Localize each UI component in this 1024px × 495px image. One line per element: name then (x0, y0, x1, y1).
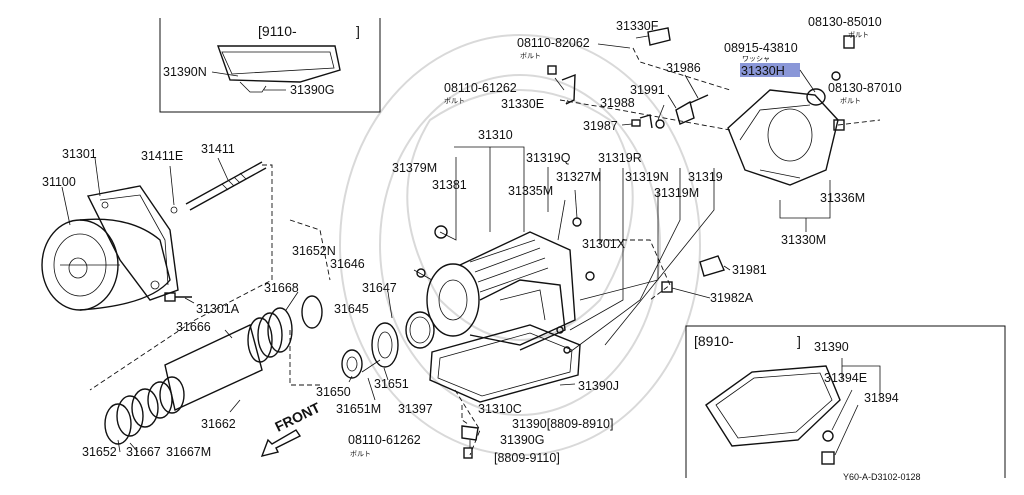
kana-bolt-3: ボルト (840, 97, 861, 105)
label-08110-82062: 08110-82062 (517, 36, 590, 50)
front-label: FRONT (272, 399, 323, 435)
small-bolts-center (416, 217, 595, 354)
label-31662: 31662 (201, 417, 236, 431)
clutch-pack (104, 295, 323, 445)
label-31330E: 31330E (501, 97, 544, 111)
label-31667M: 31667M (166, 445, 211, 459)
kana-bolt-5: ボルト (350, 450, 371, 458)
label-31981: 31981 (732, 263, 767, 277)
label-31390-range: 31390[8809-8910] (512, 417, 613, 431)
label-31397: 31397 (398, 402, 433, 416)
highlight-31330H (740, 63, 800, 77)
inset-box-9110: [9110- ] (159, 18, 381, 113)
label-31651M: 31651M (336, 402, 381, 416)
label-31319Q: 31319Q (526, 151, 571, 165)
label-31988: 31988 (600, 96, 635, 110)
bolt-31301A (164, 292, 192, 302)
extension-housing (727, 88, 839, 186)
seal-rings (341, 311, 435, 379)
kana-washer: ワッシャ (742, 55, 770, 63)
label-31100: 31100 (42, 175, 76, 189)
label-31646: 31646 (330, 257, 365, 271)
inset-range-label: [9110- (258, 23, 297, 39)
label-31645: 31645 (334, 302, 369, 316)
label-31330F: 31330F (616, 19, 659, 33)
label-31987: 31987 (583, 119, 618, 133)
label-08130-87010: 08130-87010 (828, 81, 902, 95)
speedometer-parts (631, 94, 709, 129)
top-bolts (547, 27, 855, 131)
label-08110-61262-bottom: 08110-61262 (348, 433, 421, 447)
input-shaft (170, 161, 267, 214)
kana-bolt-1: ボルト (520, 52, 541, 60)
front-arrow: FRONT (260, 399, 323, 458)
label-31335M: 31335M (508, 184, 553, 198)
label-08130-85010: 08130-85010 (808, 15, 882, 29)
label-31301A: 31301A (196, 302, 240, 316)
label-31381: 31381 (432, 178, 467, 192)
label-31982A: 31982A (710, 291, 754, 305)
label-31394E: 31394E (824, 371, 867, 385)
bottom-bolt-bracket (461, 425, 479, 459)
label-31379M: 31379M (392, 161, 437, 175)
label-31390: 31390 (814, 340, 849, 354)
inset-box-8910: [8910- ] (685, 325, 1006, 478)
label-31390G-range: [8809-9110] (494, 451, 560, 465)
label-31319R: 31319R (598, 151, 642, 165)
inset-range-label-bottom: [8910- (694, 333, 734, 349)
label-08110-61262-top: 08110-61262 (444, 81, 517, 95)
label-31667: 31667 (126, 445, 161, 459)
label-31310C: 31310C (478, 402, 522, 416)
label-31390G-top: 31390G (290, 83, 334, 97)
label-31319: 31319 (688, 170, 723, 184)
label-31390J: 31390J (578, 379, 619, 393)
label-31310: 31310 (478, 128, 513, 142)
label-08915-43810: 08915-43810 (724, 41, 798, 55)
label-31330H: 31330H (741, 64, 785, 78)
label-31336M: 31336M (820, 191, 865, 205)
label-31319N: 31319N (625, 170, 669, 184)
label-31301X: 31301X (582, 237, 626, 251)
inset-range-close: ] (356, 23, 360, 39)
label-31390N: 31390N (163, 65, 207, 79)
label-31319M: 31319M (654, 186, 699, 200)
label-31991: 31991 (630, 83, 665, 97)
label-31651: 31651 (374, 377, 409, 391)
label-31327M: 31327M (556, 170, 601, 184)
label-31652N: 31652N (292, 244, 336, 258)
label-31390G-bottom: 31390G (500, 433, 544, 447)
label-31666: 31666 (176, 320, 211, 334)
oil-pan (429, 324, 581, 403)
label-31394: 31394 (864, 391, 899, 405)
label-31986: 31986 (666, 61, 701, 75)
label-31668: 31668 (264, 281, 299, 295)
label-31650: 31650 (316, 385, 351, 399)
watermark-emblem (339, 34, 701, 456)
converter-housing (86, 185, 179, 301)
label-31330M: 31330M (781, 233, 826, 247)
kana-bolt-4: ボルト (444, 97, 465, 105)
label-31301: 31301 (62, 147, 97, 161)
label-31647: 31647 (362, 281, 397, 295)
inset-range-close-bottom: ] (797, 333, 801, 349)
diagram-code: Y60-A-D3102-0128 (843, 472, 921, 482)
torque-converter (41, 218, 171, 311)
bracket-31981 (661, 255, 725, 293)
label-31652: 31652 (82, 445, 117, 459)
label-31411E: 31411E (141, 149, 183, 163)
label-31411: 31411 (201, 142, 235, 156)
transmission-case (426, 231, 576, 351)
kana-bolt-2: ボルト (848, 31, 869, 39)
